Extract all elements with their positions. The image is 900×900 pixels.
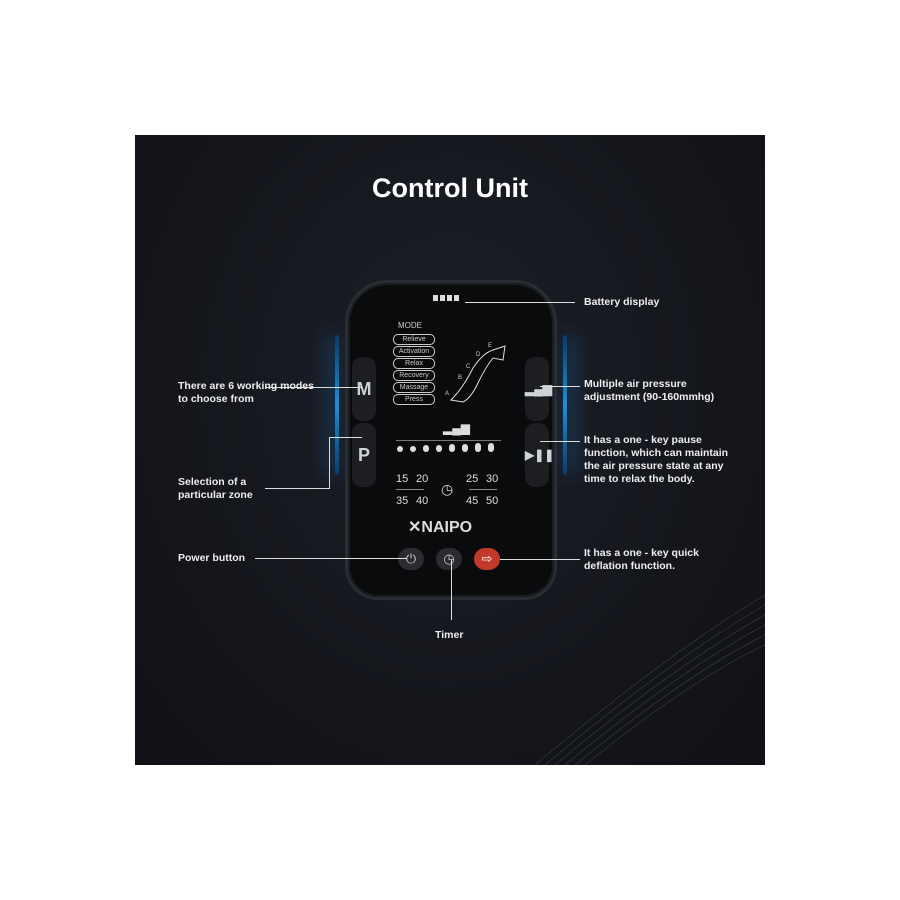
- callout-zone: Selection of a particular zone: [178, 476, 253, 501]
- pressure-button[interactable]: ▂▄▆: [525, 357, 552, 421]
- mode-relax: Relax: [393, 358, 435, 369]
- level-dot: [475, 443, 481, 452]
- level-dot: [410, 446, 416, 452]
- page-title: Control Unit: [372, 173, 528, 203]
- callout-timer: Timer: [435, 629, 464, 641]
- callout-line: [540, 386, 580, 387]
- callout-battery: Battery display: [584, 296, 660, 308]
- brand-mark-icon: ✕: [408, 519, 422, 536]
- level-dot: [449, 444, 455, 452]
- callout-line: [329, 437, 362, 438]
- leg-zone-icon: [449, 345, 506, 403]
- zone-button[interactable]: P: [352, 423, 376, 487]
- mode-heading: MODE: [398, 321, 422, 330]
- timer-40: 40: [416, 495, 429, 507]
- timer-25: 25: [466, 473, 479, 485]
- callout-line: [329, 437, 330, 489]
- callout-pressure: Multiple air pressure adjustment (90-160…: [584, 378, 715, 403]
- product-panel: Control Unit MODE Relieve Activation Rel…: [135, 135, 765, 765]
- callout-power: Power button: [178, 552, 246, 564]
- level-dot: [488, 443, 494, 452]
- mode-relieve: Relieve: [393, 334, 435, 345]
- timer-20: 20: [416, 473, 429, 485]
- callout-line: [540, 441, 580, 442]
- callout-modes: There are 6 working modes to choose from: [178, 380, 314, 405]
- mode-recovery: Recovery: [393, 370, 435, 381]
- level-dot: [462, 444, 468, 452]
- decorative-lines: [534, 594, 765, 765]
- signal-icon: ▂▄▆: [443, 421, 470, 435]
- clock-icon: ◷: [441, 481, 454, 497]
- timer-50: 50: [486, 495, 499, 507]
- callout-line: [465, 302, 575, 303]
- mode-activation: Activation: [393, 346, 435, 357]
- divider: [396, 489, 424, 490]
- level-dot: [397, 446, 403, 452]
- callout-line: [265, 488, 330, 489]
- zone-c: C: [466, 364, 471, 370]
- zone-d: D: [476, 352, 481, 358]
- mode-press: Press: [393, 394, 435, 405]
- callout-pause: It has a one - key pause function, which…: [584, 434, 729, 485]
- zone-b: B: [458, 375, 463, 381]
- timer-35: 35: [396, 495, 409, 507]
- timer-button[interactable]: ◷: [436, 548, 462, 570]
- timer-45: 45: [466, 495, 479, 507]
- zone-e: E: [488, 343, 493, 349]
- mode-button[interactable]: M: [352, 357, 376, 421]
- control-unit: MODE Relieve Activation Relax Recovery M…: [348, 283, 554, 597]
- divider: [469, 489, 497, 490]
- deflation-button[interactable]: ⇨: [474, 548, 500, 570]
- brand-name: NAIPO: [421, 519, 473, 536]
- left-glow: [335, 335, 339, 475]
- mode-massage: Massage: [393, 382, 435, 393]
- divider: [396, 440, 501, 441]
- right-glow: [563, 335, 567, 475]
- power-button[interactable]: ⏻: [398, 548, 424, 570]
- battery-icon: [433, 295, 461, 301]
- level-dot: [436, 445, 442, 452]
- brand-logo: ✕NAIPO: [408, 517, 472, 537]
- zone-a: A: [445, 391, 450, 397]
- callout-line: [255, 558, 407, 559]
- callout-line: [500, 559, 580, 560]
- timer-15: 15: [396, 473, 409, 485]
- pause-play-button[interactable]: ▶❚❚: [525, 423, 554, 487]
- callout-deflation: It has a one - key quick deflation funct…: [584, 547, 699, 572]
- callout-line: [265, 387, 362, 388]
- level-dot: [423, 445, 429, 452]
- timer-30: 30: [486, 473, 499, 485]
- callout-line: [451, 560, 452, 620]
